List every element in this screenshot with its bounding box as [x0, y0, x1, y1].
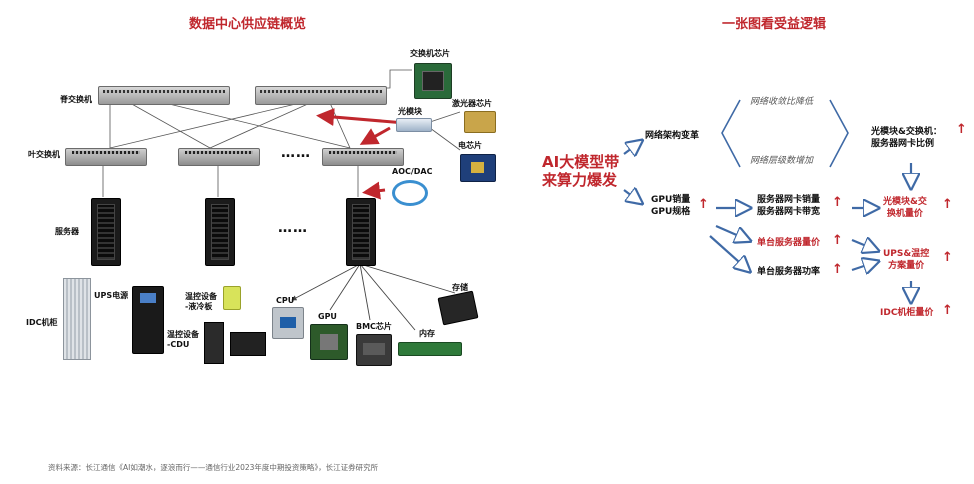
server-rack-1	[91, 198, 121, 266]
gpu-image	[310, 324, 348, 360]
storage-label: 存储	[452, 283, 468, 292]
server-rack-2	[205, 198, 235, 266]
cooling-cdu-image-2	[230, 332, 266, 356]
memory-image	[398, 342, 462, 356]
leaf-switch-1	[65, 148, 147, 166]
idc-value-node: IDC机柜量价	[880, 308, 934, 318]
cpu-image	[272, 307, 304, 339]
cooling-liquid-image	[223, 286, 241, 310]
ups-cooling-node: UPS&温控 方案量价	[883, 249, 930, 271]
optical-module-image	[396, 118, 432, 132]
network-arch-node: 网络架构变革	[645, 131, 700, 141]
spine-switch-1	[98, 86, 230, 105]
server-label: 服务器	[55, 227, 79, 236]
leaf-switch-2	[178, 148, 260, 166]
electrical-chip-image	[460, 154, 496, 182]
leaf-ellipsis: ……	[281, 145, 311, 161]
cpu-label: CPU	[276, 296, 295, 305]
aoc-dac-label: AOC/DAC	[392, 167, 433, 176]
server-price-up-icon: ↑	[832, 233, 843, 248]
nic-node: 服务器网卡销量 服务器网卡带宽	[757, 195, 821, 217]
optical-switch-node: 光模块&交换机： 服务器网卡比例	[871, 127, 942, 149]
server-power-node: 单台服务器功率	[757, 267, 821, 277]
spine-switch-label: 脊交换机	[60, 95, 92, 104]
source-note: 资料来源：长江通信《AI如潮水，逐浪而行——通信行业2023年度中期投资策略》，…	[48, 463, 379, 472]
convergence-down-note: 网络收敛比降低	[750, 97, 814, 107]
ups-power-image	[132, 286, 164, 354]
gpu-up-icon: ↑	[698, 197, 709, 212]
root-node: AI大模型带 来算力爆发	[542, 153, 620, 189]
leaf-switch-3	[322, 148, 404, 166]
switch-chip-image	[414, 63, 452, 99]
server-price-node: 单台服务器量价	[757, 238, 821, 248]
aoc-dac-cable-image	[392, 180, 428, 206]
optical-module-label: 光模块	[398, 107, 422, 116]
nic-up-icon: ↑	[832, 195, 843, 210]
switch-chip-label: 交换机芯片	[410, 49, 450, 58]
ups-cooling-up-icon: ↑	[942, 250, 953, 265]
gpu-node: GPU销量 GPU规格	[651, 195, 691, 217]
bmc-chip-label: BMC芯片	[356, 322, 392, 331]
laser-chip-label: 激光器芯片	[452, 99, 492, 108]
memory-label: 内存	[419, 329, 435, 338]
idc-cabinet-image	[63, 278, 91, 360]
server-ellipsis: ……	[278, 220, 308, 236]
laser-chip-image	[464, 111, 496, 133]
right-panel-title: 一张图看受益逻辑	[722, 17, 827, 32]
bmc-chip-image	[356, 334, 392, 366]
cooling-liquid-label: 温控设备 -液冷板	[185, 292, 217, 311]
spine-switch-2	[255, 86, 387, 105]
idc-value-up-icon: ↑	[942, 303, 953, 318]
left-panel-title: 数据中心供应链概览	[189, 17, 307, 32]
leaf-switch-label: 叶交换机	[28, 150, 60, 159]
optical-value-up-icon: ↑	[942, 197, 953, 212]
cooling-cdu-label: 温控设备 -CDU	[167, 330, 199, 349]
optical-switch-up-icon: ↑	[956, 122, 967, 137]
layers-up-note: 网络层级数增加	[750, 156, 814, 166]
server-power-up-icon: ↑	[832, 262, 843, 277]
electrical-chip-label: 电芯片	[458, 141, 482, 150]
idc-cabinet-label: IDC机柜	[26, 318, 58, 327]
cooling-cdu-image-1	[204, 322, 224, 364]
gpu-label: GPU	[318, 312, 337, 321]
optical-value-node: 光模块&交 换机量价	[883, 197, 927, 219]
server-rack-3	[346, 198, 376, 266]
ups-power-label: UPS电源	[94, 291, 129, 300]
